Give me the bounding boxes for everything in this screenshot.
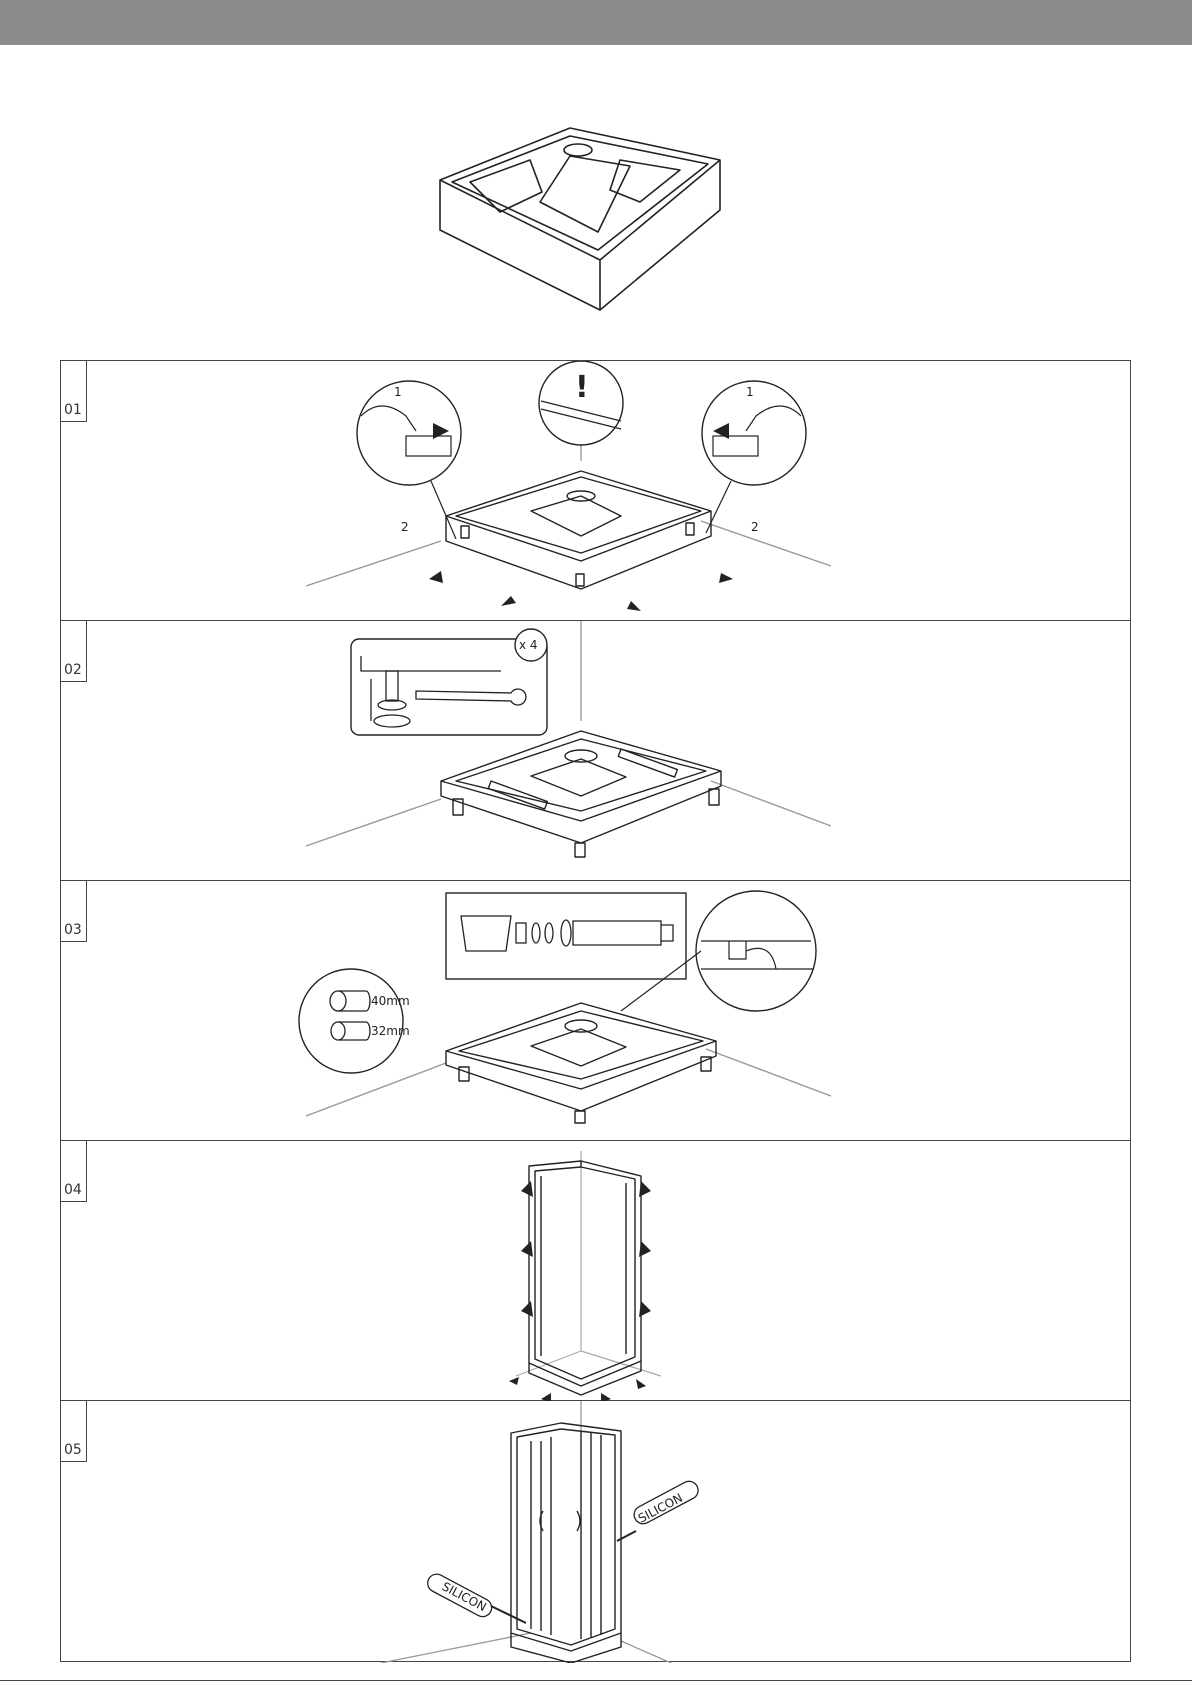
step-04: 04 bbox=[61, 1141, 1130, 1401]
shower-tray-icon bbox=[430, 120, 750, 320]
step-03-illustration: 40mm 32mm bbox=[61, 881, 1130, 1141]
multiplier-label: x 4 bbox=[519, 638, 538, 652]
arrow-icon bbox=[521, 1301, 533, 1317]
callout-label: 1 bbox=[746, 385, 754, 399]
arrow-icon bbox=[521, 1241, 533, 1257]
drain-detail-callout bbox=[696, 891, 816, 1011]
arrow-icon bbox=[501, 596, 516, 606]
step-01: 01 bbox=[61, 361, 1130, 621]
arrow-icon bbox=[639, 1241, 651, 1257]
footer-line bbox=[0, 1680, 1192, 1681]
tray-with-legs bbox=[446, 1003, 716, 1123]
pipe-40-label: 40mm bbox=[371, 994, 410, 1008]
step-01-illustration: ! 1 1 2 2 bbox=[61, 361, 1130, 621]
shower-enclosure bbox=[511, 1423, 621, 1663]
shower-enclosure-frame bbox=[529, 1161, 641, 1395]
arrow-icon bbox=[639, 1181, 651, 1197]
pipe-32-label: 32mm bbox=[371, 1024, 410, 1038]
silicone-tube-icon: SILICON bbox=[617, 1478, 701, 1541]
arrow-icon bbox=[636, 1379, 646, 1389]
installation-steps: 01 bbox=[60, 360, 1131, 1662]
pipe-size-callout bbox=[299, 969, 403, 1073]
arrow-icon bbox=[639, 1301, 651, 1317]
hand-label: 2 bbox=[401, 520, 409, 534]
step-05-illustration: SILICON SILICON bbox=[61, 1401, 1130, 1663]
step-04-illustration bbox=[61, 1141, 1130, 1401]
arrow-icon bbox=[509, 1377, 519, 1385]
callout-left bbox=[357, 381, 461, 485]
header-bar bbox=[0, 0, 1192, 45]
arrow-icon bbox=[601, 1393, 611, 1401]
callout-label: 1 bbox=[394, 385, 402, 399]
arrow-icon bbox=[541, 1393, 551, 1401]
arrow-icon bbox=[521, 1181, 533, 1197]
arrow-icon bbox=[429, 571, 443, 583]
arrow-icon bbox=[719, 573, 733, 583]
arrow-icon bbox=[627, 601, 641, 611]
step-02: 02 x 4 bbox=[61, 621, 1130, 881]
tray-with-legs bbox=[446, 471, 711, 589]
tray-with-legs bbox=[441, 731, 721, 857]
step-05: 05 SILIC bbox=[61, 1401, 1130, 1663]
drain-trap-icon bbox=[446, 893, 686, 979]
warning-icon: ! bbox=[575, 370, 589, 405]
step-02-illustration: x 4 bbox=[61, 621, 1130, 881]
step-03: 03 bbox=[61, 881, 1130, 1141]
hand-label: 2 bbox=[751, 520, 759, 534]
